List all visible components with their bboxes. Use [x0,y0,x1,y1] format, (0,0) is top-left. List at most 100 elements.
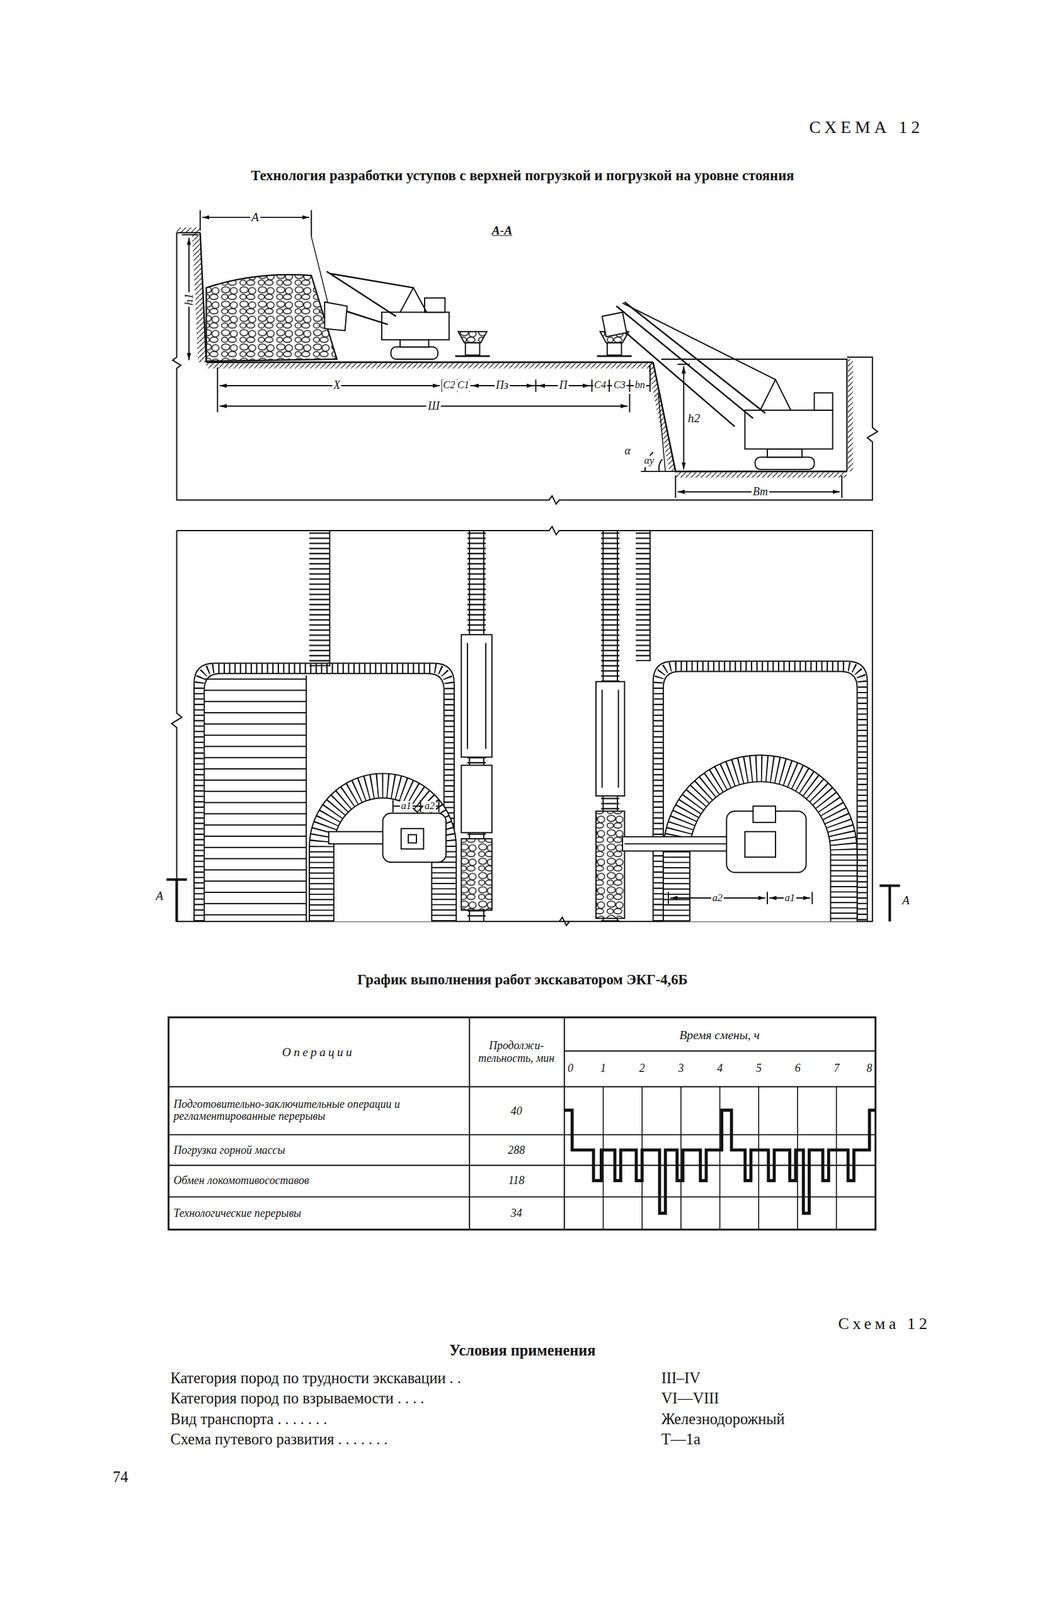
section-drawing-part [342,309,388,325]
plan-drawing-part [328,530,331,666]
dimension-label: C1 [456,379,471,392]
condition-name: Схема путевого развития . . . . . . . [170,1430,389,1448]
condition-value: Железнодорожный [661,1409,785,1427]
plan-drawing-part [622,836,730,852]
table-header: Операции [282,1045,355,1060]
section-drawing-part [206,362,653,368]
duration-value: 118 [508,1174,525,1188]
chart-title: График выполнения работ экскаватором ЭКГ… [357,972,688,988]
section-drawing-part [755,456,815,469]
dimension-label: П [558,379,569,393]
plan-drawing-part [744,831,776,857]
section-drawing-part [219,384,441,387]
gantt-line [564,1110,876,1214]
section-drawing-part [675,470,847,473]
angle-label: αу [642,455,656,467]
section-drawing-part [767,448,802,457]
plan-drawing-part [595,681,625,796]
plan-drawing-part [461,634,493,757]
dimension-label: C2 [441,379,457,392]
table-header: Время смены, ч [679,1028,760,1042]
dimension-label: bп [633,379,647,392]
section-drawing-part [200,232,207,363]
page-title: Технология разработки уступов с верхней … [250,167,794,184]
condition-name: Категория пород по трудности экскавации … [170,1369,462,1387]
plan-drawing-part [171,526,872,926]
operation-name: Обмен локомотивосоставов [173,1174,309,1188]
dimension-label: h2 [686,412,702,426]
section-drawing-part [455,355,491,358]
plan-drawing-part [649,530,651,661]
section-drawing-part [760,379,792,411]
section-drawing-part [597,355,632,358]
plan-drawing-part [309,772,457,922]
section-drawing-part [176,227,200,233]
section-label: А-А [492,223,513,237]
condition-value: VI—VIII [661,1389,720,1407]
section-heading: Условия применения [449,1341,596,1359]
hour-tick: 8 [866,1062,872,1075]
section-drawing-part [658,459,663,472]
hour-tick: 0 [567,1062,574,1075]
section-drawing-part [391,347,438,360]
section-drawing-part [206,361,653,364]
section-drawing-part [324,301,348,331]
schedule-table [168,1016,876,1230]
section-drawing-part [602,311,627,337]
scheme-number: Схема 12 [838,1314,932,1334]
dimension-label: C3 [612,379,627,392]
section-drawing-part [200,210,312,237]
plan-drawing [166,526,900,926]
duration-value: 288 [507,1144,525,1157]
plan-drawing-part [204,675,307,921]
plan-drawing-part [408,834,417,843]
section-drawing-part [206,274,337,361]
dimension-label: Пз [494,379,510,393]
condition-name: Категория пород по взрываемости . . . . [170,1389,425,1407]
section-drawing-part [400,287,427,313]
dimension-label: h1 [182,291,196,307]
section-drawing-part [675,472,847,478]
duration-value: 34 [510,1207,523,1220]
plan-drawing-part [663,670,858,922]
operation-name: Подготовительно-заключительные операции … [173,1098,465,1123]
section-drawing-part [744,410,833,450]
page-number: 74 [112,1468,128,1486]
plan-drawing-part [328,831,385,844]
section-drawing-part [465,342,481,355]
plan-drawing-part [624,842,727,845]
section-drawing [172,210,878,504]
section-drawing-part [616,301,765,419]
dimension-label: Вт [751,485,770,499]
section-drawing-part [661,359,848,472]
plan-drawing-part [658,665,863,922]
section-mark: А [155,889,164,903]
plan-drawing-part [393,800,440,813]
condition-value: III–IV [661,1369,701,1387]
plan-drawing-part [401,828,424,849]
dimension-label: a1 [400,800,413,813]
plan-drawing-part [461,764,493,833]
plan-drawing-part [635,530,651,661]
plan-drawing-part [461,838,493,910]
plan-drawing-part [595,810,625,918]
section-drawing-part [675,475,842,499]
schedule-table-part [603,1086,837,1230]
schedule-table-part [168,1016,876,1230]
section-drawing-part [424,297,445,313]
dimension-label: a2 [423,800,436,813]
scheme-number: СХЕМА 12 [809,117,925,137]
section-drawing-part [607,342,622,355]
dimension-label: Ш [426,400,441,413]
plan-drawing-part [467,642,486,749]
section-drawing-part [458,331,487,343]
gantt-line [564,1110,876,1214]
table-header: Продолжи- тельность, мин [471,1040,562,1065]
operation-name: Технологические перерывы [173,1207,302,1220]
operation-name: Погрузка горной массы [173,1144,285,1157]
section-drawing-part [658,392,666,472]
section-mark: А [902,893,910,907]
dimension-label: a1 [783,892,797,905]
